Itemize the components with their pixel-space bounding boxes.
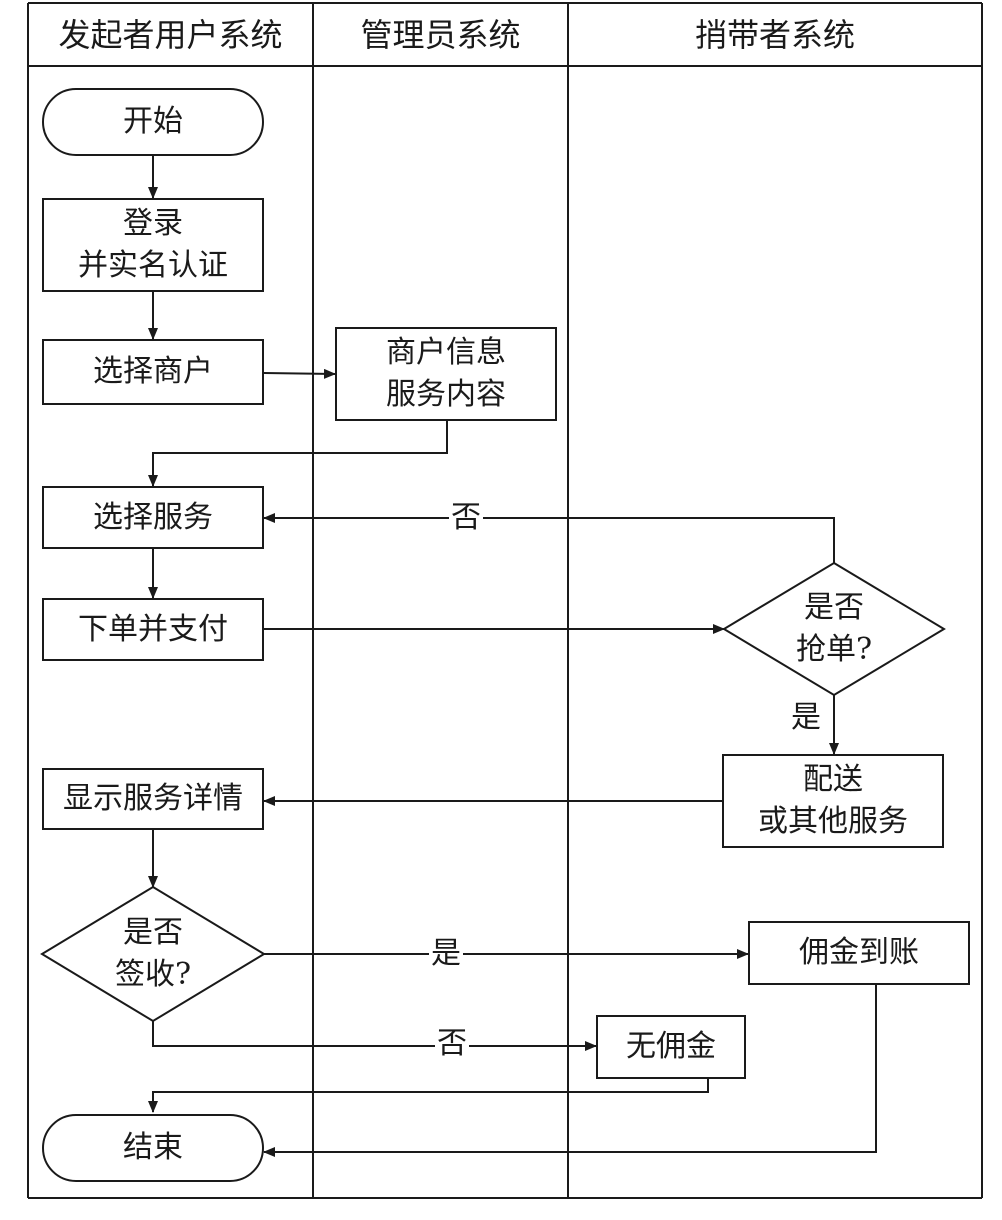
choose-service-step: 选择服务	[42, 486, 264, 549]
login-label-line2: 并实名认证	[78, 248, 228, 283]
commission-label: 佣金到账	[799, 935, 919, 970]
merchant-info-line2: 服务内容	[386, 377, 506, 412]
edge-grab-no	[263, 513, 835, 563]
login-label-line1: 登录	[123, 206, 183, 241]
edge-sign-no	[152, 1021, 597, 1051]
choose-merchant-step: 选择商户	[42, 339, 264, 405]
commission-step: 佣金到账	[748, 921, 970, 985]
sign-decision-line1: 是否	[123, 915, 183, 950]
sign-no-label: 否	[435, 1026, 469, 1061]
choose-merchant-label: 选择商户	[93, 354, 213, 389]
login-step: 登录 并实名认证	[42, 198, 264, 292]
no-commission-step: 无佣金	[596, 1015, 746, 1079]
show-details-label: 显示服务详情	[63, 781, 243, 816]
grab-yes-label: 是	[789, 700, 823, 735]
no-commission-label: 无佣金	[626, 1029, 716, 1064]
start-terminal: 开始	[42, 88, 264, 156]
edge-commission-end	[263, 985, 877, 1157]
grab-decision: 是否 抢单?	[760, 587, 908, 671]
grab-no-label: 否	[449, 500, 483, 535]
lane-header-carrier: 捎带者系统	[694, 16, 855, 54]
lane-frame	[27, 2, 983, 1199]
start-label: 开始	[123, 104, 183, 139]
order-pay-step: 下单并支付	[42, 598, 264, 661]
show-details-step: 显示服务详情	[42, 768, 264, 830]
delivery-line1: 配送	[803, 762, 863, 797]
delivery-line2: 或其他服务	[758, 804, 908, 839]
choose-service-label: 选择服务	[93, 499, 213, 535]
sign-decision-line2: 签收?	[114, 957, 192, 992]
grab-decision-line2: 抢单?	[795, 632, 873, 667]
merchant-info-line1: 商户信息	[386, 335, 506, 370]
order-pay-label: 下单并支付	[78, 611, 228, 647]
end-terminal: 结束	[42, 1114, 264, 1182]
merchant-info-step: 商户信息 服务内容	[335, 327, 557, 421]
sign-decision: 是否 签收?	[78, 912, 228, 996]
lane-header-admin: 管理员系统	[360, 16, 521, 54]
edge-nocommission-end	[148, 1079, 709, 1113]
grab-decision-line1: 是否	[804, 590, 864, 625]
end-label: 结束	[123, 1130, 183, 1165]
edge-merchant-info	[263, 368, 336, 379]
edge-info-service	[148, 421, 448, 487]
sign-yes-label: 是	[429, 936, 463, 971]
lane-header-initiator: 发起者用户系统	[58, 16, 283, 54]
delivery-step: 配送 或其他服务	[722, 754, 944, 848]
